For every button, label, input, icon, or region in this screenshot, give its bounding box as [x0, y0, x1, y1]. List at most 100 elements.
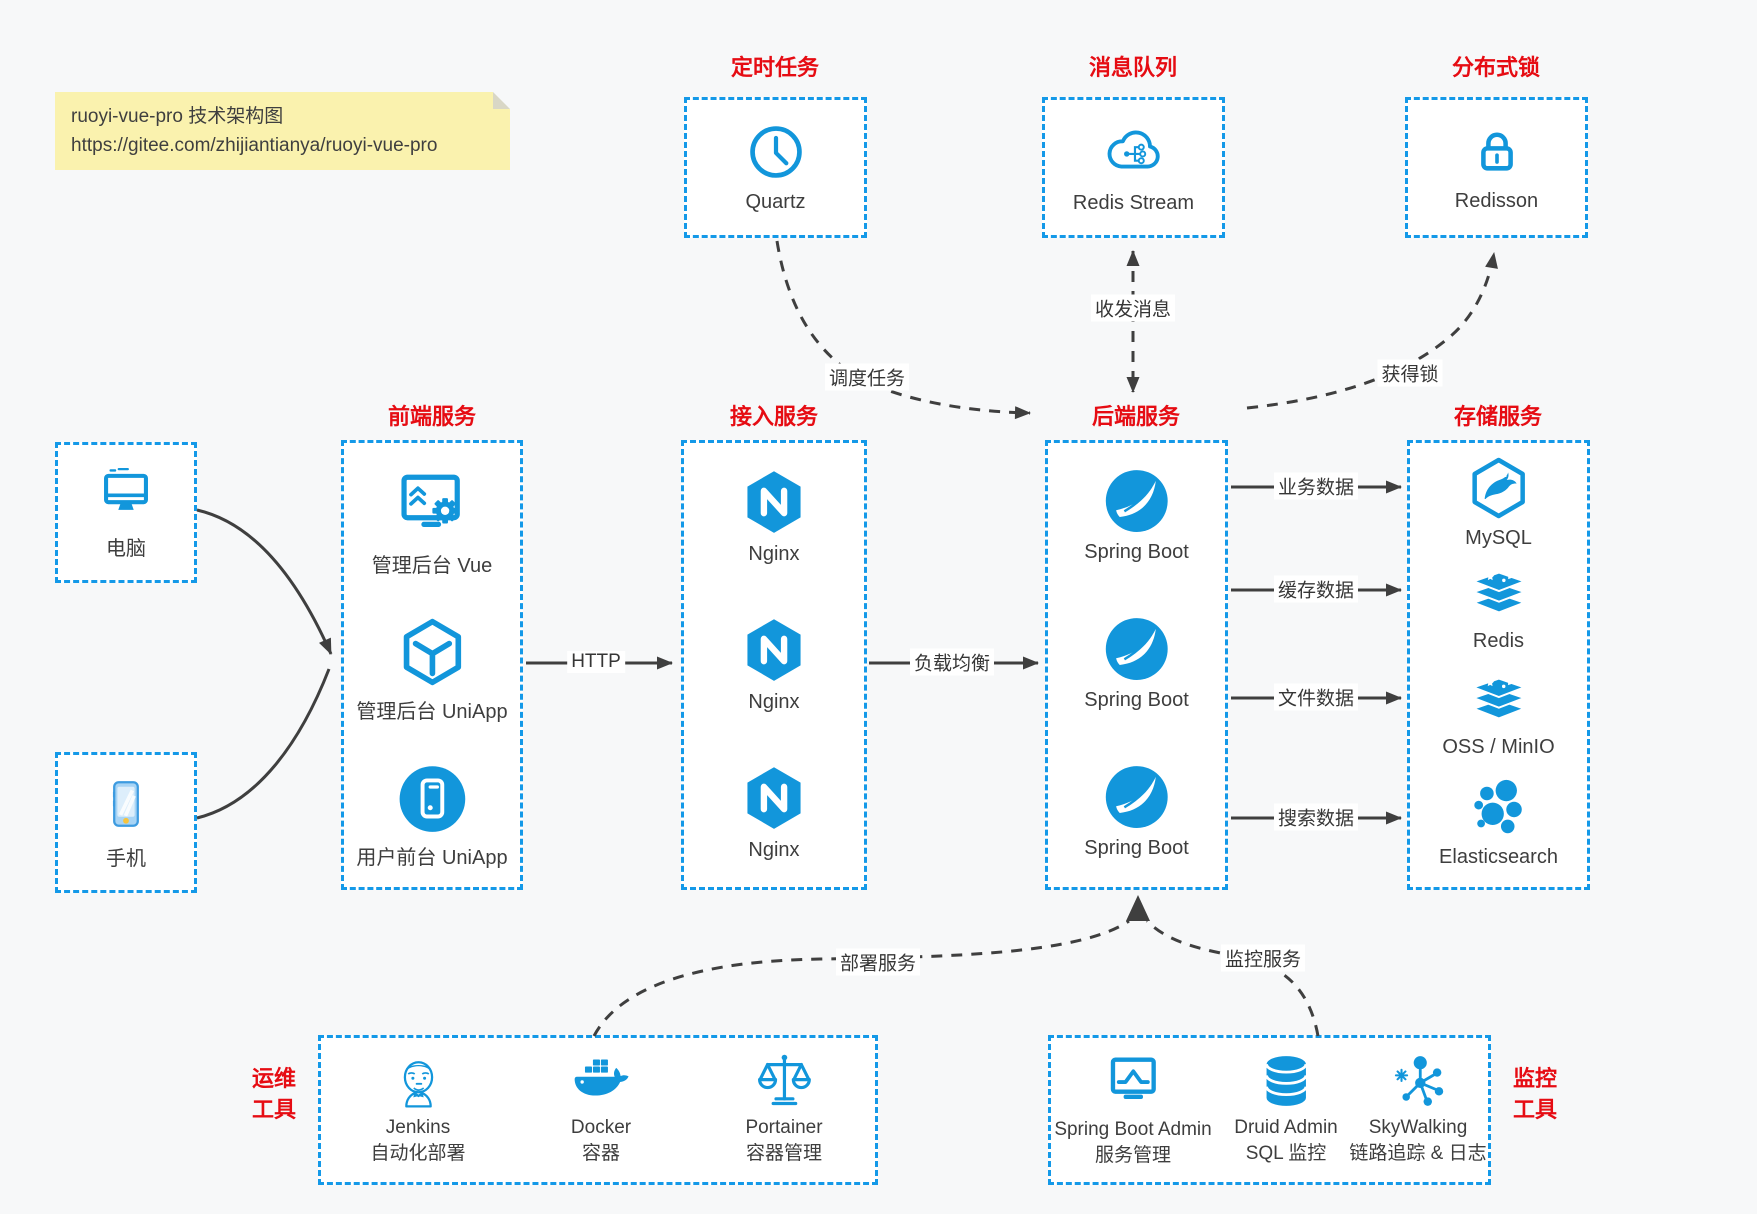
message-edge-label: 收发消息 [1090, 294, 1176, 322]
title-storage-services: 存储服务 [1453, 404, 1543, 429]
user-uniapp-node: 用户前台 UniApp [356, 764, 508, 870]
nginx-icon [740, 468, 808, 536]
redis-node: Redis [1468, 561, 1530, 653]
elasticsearch-icon [1468, 777, 1530, 839]
phone-label: 手机 [106, 847, 146, 870]
access-services-box: Nginx Nginx Nginx [681, 440, 867, 890]
business-data-edge-label: 业务数据 [1273, 472, 1359, 500]
note-fold-corner [493, 92, 510, 109]
portainer-icon [754, 1051, 814, 1111]
jenkins-name: Jenkins [385, 1117, 451, 1138]
spring-boot-icon [1103, 468, 1169, 534]
spring-boot-node-3: Spring Boot [1084, 764, 1189, 860]
redis-stream-label: Redis Stream [1072, 191, 1195, 214]
frontend-services-box: 管理后台 Vue 管理后台 UniApp 用户前台 UniApp [341, 440, 523, 890]
spring-boot-icon [1103, 764, 1169, 830]
http-edge-label: HTTP [567, 651, 625, 673]
redisson-box: Redisson [1405, 97, 1588, 238]
docker-node: Docker 容器 [571, 1051, 631, 1167]
edge-acquire-lock [1246, 252, 1498, 410]
docker-desc: 容器 [581, 1143, 620, 1164]
ops-tools-side-label: 运维 工具 [251, 1066, 296, 1122]
skywalking-desc: 链路追踪 & 日志 [1349, 1143, 1487, 1164]
redisson-label: Redisson [1454, 189, 1539, 212]
mysql-label: MySQL [1465, 527, 1532, 549]
admin-vue-label: 管理后台 Vue [371, 555, 493, 577]
nginx-icon [740, 764, 808, 832]
jenkins-node: Jenkins 自动化部署 [370, 1051, 466, 1167]
load-balance-edge-label: 负载均衡 [909, 648, 995, 676]
quartz-box: Quartz [684, 97, 867, 238]
nginx-label-2: Nginx [748, 691, 800, 713]
title-scheduled-tasks: 定时任务 [730, 55, 820, 80]
computer-label: 电脑 [106, 537, 146, 560]
monitor-tools-side-label: 监控 工具 [1512, 1066, 1557, 1122]
cache-data-edge-label: 缓存数据 [1273, 575, 1359, 603]
clock-icon [746, 122, 806, 182]
user-uniapp-label: 用户前台 UniApp [356, 847, 508, 869]
docker-icon [571, 1051, 631, 1111]
admin-uniapp-node: 管理后台 UniApp [356, 616, 508, 724]
file-data-edge-label: 文件数据 [1273, 683, 1359, 711]
redis-stream-box: Redis Stream [1042, 97, 1225, 238]
spring-boot-node-1: Spring Boot [1084, 468, 1189, 564]
admin-uniapp-label: 管理后台 UniApp [356, 701, 508, 723]
mobile-app-icon [397, 764, 467, 834]
monitor-tools-box: Spring Boot Admin 服务管理 Druid Admin SQL 监… [1048, 1035, 1491, 1185]
computer-box: 电脑 [55, 442, 197, 583]
mysql-icon [1467, 456, 1531, 520]
skywalking-icon [1388, 1051, 1448, 1111]
storage-services-box: MySQL Redis OSS / MinIO Elasticsearch [1407, 440, 1590, 890]
jenkins-icon [388, 1051, 448, 1111]
spring-boot-icon [1103, 616, 1169, 682]
sba-name: Spring Boot Admin [1054, 1119, 1212, 1140]
portainer-node: Portainer 容器管理 [745, 1051, 823, 1167]
oss-minio-stack-icon [1468, 667, 1530, 729]
druid-name: Druid Admin [1234, 1117, 1338, 1138]
oss-minio-node: OSS / MinIO [1442, 667, 1555, 759]
elasticsearch-label: Elasticsearch [1439, 846, 1558, 868]
title-distributed-lock: 分布式锁 [1451, 55, 1541, 80]
edge-computer-to-frontend [196, 508, 333, 655]
backend-services-box: Spring Boot Spring Boot Spring Boot [1045, 440, 1228, 890]
smartphone-icon [97, 775, 155, 833]
skywalking-node: SkyWalking 链路追踪 & 日志 [1349, 1051, 1487, 1167]
spring-boot-admin-icon [1102, 1051, 1164, 1113]
desktop-icon [97, 465, 155, 523]
sticky-note: ruoyi-vue-pro 技术架构图 https://gitee.com/zh… [55, 92, 510, 170]
title-backend-services: 后端服务 [1091, 404, 1181, 429]
mysql-node: MySQL [1465, 456, 1532, 550]
spring-boot-label-2: Spring Boot [1084, 689, 1189, 711]
spring-boot-node-2: Spring Boot [1084, 616, 1189, 712]
spring-boot-label-3: Spring Boot [1084, 837, 1189, 859]
note-title: ruoyi-vue-pro 技术架构图 [71, 106, 284, 127]
nginx-label-1: Nginx [748, 543, 800, 565]
skywalking-name: SkyWalking [1368, 1117, 1468, 1138]
sba-desc: 服务管理 [1094, 1145, 1171, 1166]
druid-icon [1256, 1051, 1316, 1111]
cloud-stream-icon [1103, 121, 1165, 183]
elasticsearch-node: Elasticsearch [1439, 777, 1558, 869]
search-data-edge-label: 搜索数据 [1273, 803, 1359, 831]
redis-stack-icon [1468, 561, 1530, 623]
uniapp-cube-icon [396, 616, 468, 688]
admin-vue-node: 管理后台 Vue [372, 468, 492, 578]
nginx-label-3: Nginx [748, 839, 800, 861]
lock-edge-label: 获得锁 [1377, 359, 1443, 387]
portainer-desc: 容器管理 [745, 1143, 823, 1164]
edge-monitor-service [1145, 919, 1320, 1037]
spring-boot-admin-node: Spring Boot Admin 服务管理 [1054, 1051, 1212, 1169]
monitor-service-edge-label: 监控服务 [1220, 944, 1306, 972]
spring-boot-label-1: Spring Boot [1084, 541, 1189, 563]
deploy-service-edge-label: 部署服务 [835, 948, 921, 976]
quartz-label: Quartz [745, 190, 806, 213]
docker-name: Docker [570, 1117, 632, 1138]
phone-box: 手机 [55, 752, 197, 893]
edge-phone-to-frontend [196, 668, 331, 820]
title-access-services: 接入服务 [729, 404, 819, 429]
nginx-node-3: Nginx [740, 764, 808, 862]
title-frontend-services: 前端服务 [387, 404, 477, 429]
druid-node: Druid Admin SQL 监控 [1234, 1051, 1338, 1167]
nginx-node-1: Nginx [740, 468, 808, 566]
edge-deploy-service [592, 919, 1130, 1037]
